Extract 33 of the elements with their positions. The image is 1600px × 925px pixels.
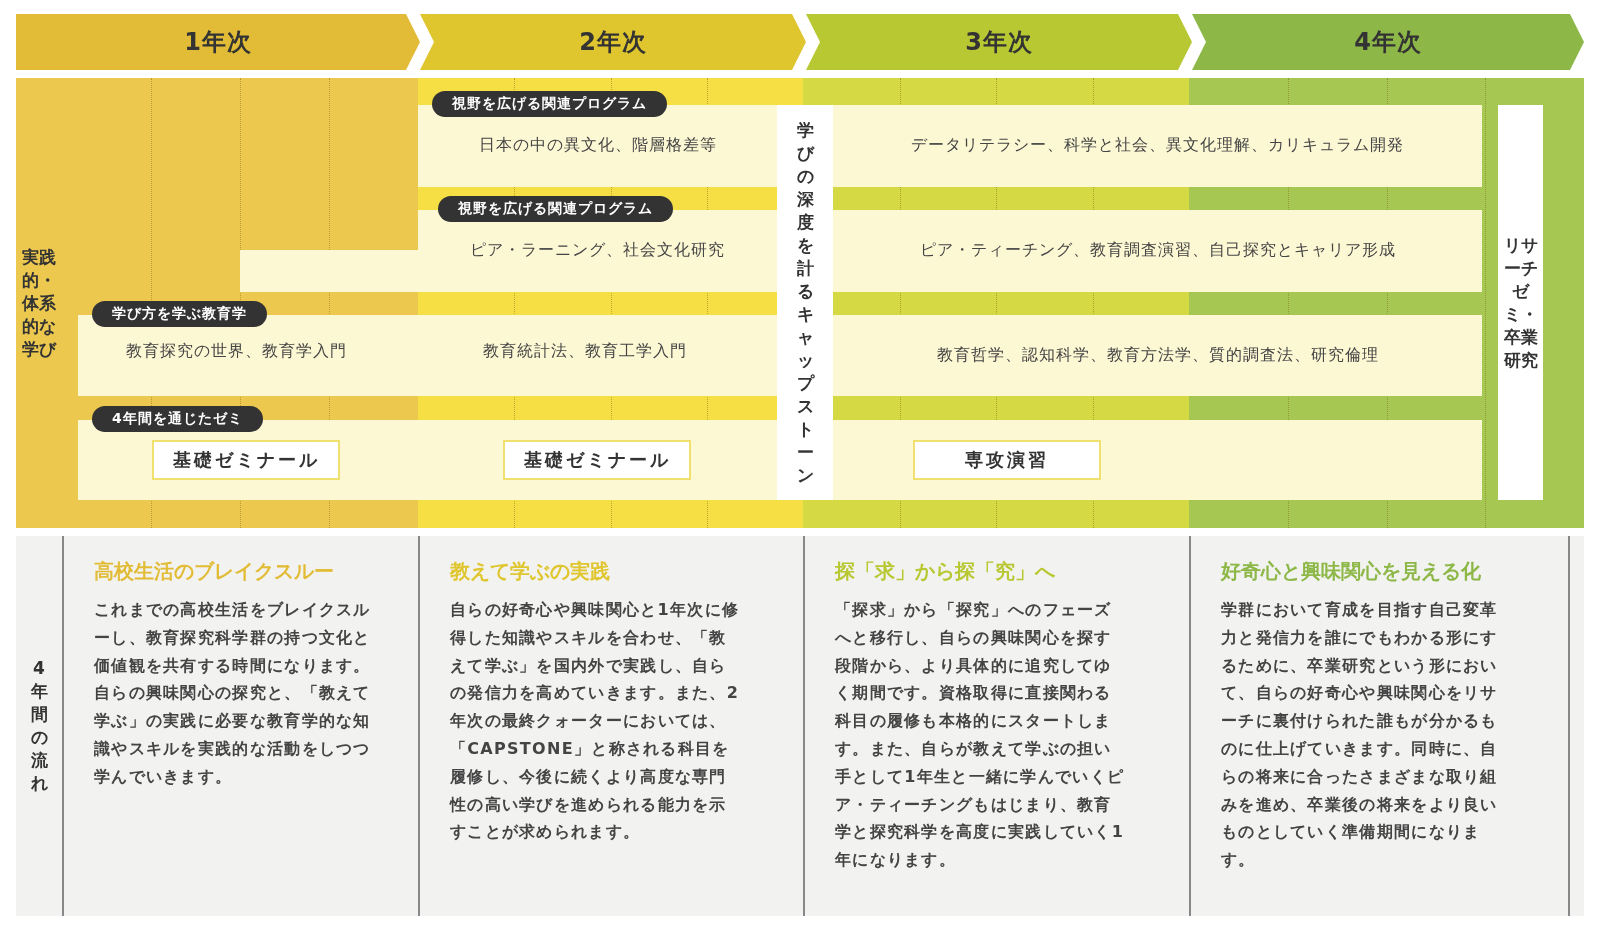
category-tag: 視野を広げる関連プログラム	[438, 196, 673, 222]
year-header: 4年次	[1192, 14, 1584, 70]
course-bar	[833, 105, 1482, 187]
year-header: 3年次	[806, 14, 1192, 70]
course-list-text: ピア・ラーニング、社会文化研究	[469, 240, 726, 261]
seminar-box: 基礎ゼミナール	[503, 440, 691, 480]
course-list-text: 教育探究の世界、教育学入門	[126, 341, 347, 362]
vertical-band: 学びの深度を計るキャップストーン	[777, 105, 833, 500]
category-tag: 視野を広げる関連プログラム	[432, 91, 667, 117]
panel-heading: 教えて学ぶの実践	[450, 558, 610, 585]
course-list-text: 日本の中の異文化、階層格差等	[477, 135, 718, 156]
category-tag: 学び方を学ぶ教育学	[92, 301, 267, 327]
year-header: 2年次	[420, 14, 806, 70]
course-list-text: ピア・ティーチング、教育調査演習、自己探究とキャリア形成	[918, 240, 1397, 261]
description-text: 「探求」から「探究」へのフェーズへと移行し、自らの興味関心を探す段階から、より具体的に追究してゆく期間です。資格取得に直接関わる科目の履修も本格的にスタートします。また、自らが教えて学ぶの担い手として1年生と一緒に学んでいくピア・ティーチングもはじまり、教育学と探究科学を高度に実践していく1年になります。	[835, 599, 1126, 872]
panel-heading: 探「求」から探「究」へ	[835, 558, 1055, 585]
course-bar	[833, 315, 1482, 396]
year-header: 1年次	[16, 14, 420, 70]
panel-heading: 好奇心と興味関心を見える化	[1221, 558, 1481, 585]
category-tag: 4年間を通じたゼミ	[92, 406, 263, 432]
panel-heading: 高校生活のブレイクスルー	[94, 558, 334, 585]
course-list-text: データリテラシー、科学と社会、異文化理解、カリキュラム開発	[910, 135, 1405, 156]
seminar-box: 専攻演習	[913, 440, 1101, 480]
row-label: 4年間の流れ	[16, 536, 62, 916]
course-bar	[833, 210, 1482, 292]
vertical-band: リサーチゼミ・卒業研究	[1498, 105, 1543, 500]
course-list-text: 教育統計法、教育工学入門	[483, 341, 687, 362]
description-text: 自らの好奇心や興味関心と1年次に修得した知識やスキルを合わせ、「教えて学ぶ」を国内外で実践し、自らの発信力を高めていきます。また、2年次の最終クォーターにおいては、「CAPSTONE」と称される科目を履修し、今後に続くより高度な専門性の高い学びを進められる能力を示すことが求められます。	[450, 599, 741, 844]
description-text: 学群において育成を目指す自己変革力と発信力を誰にでもわかる形にするために、卒業研究という形において、自らの好奇心や興味関心をリサーチに裏付けられた誰もが分かるものに仕上げていきます。同時に、自らの将来に合ったさまざまな取り組みを進め、卒業後の将来をより良いものとしていく準備期間になります。	[1221, 599, 1499, 872]
seminar-box: 基礎ゼミナール	[152, 440, 340, 480]
course-list-text: 教育哲学、認知科学、教育方法学、質的調査法、研究倫理	[935, 345, 1380, 366]
row-label: 実践的・体系的な学び	[16, 78, 62, 528]
description-text: これまでの高校生活をブレイクスルーし、教育探究科学群の持つ文化と価値観を共有する時間になります。自らの興味関心の探究と、「教えて学ぶ」の実践に必要な教育学的な知識やスキルを実践的な活動をしつつ学んでいきます。	[94, 599, 372, 788]
